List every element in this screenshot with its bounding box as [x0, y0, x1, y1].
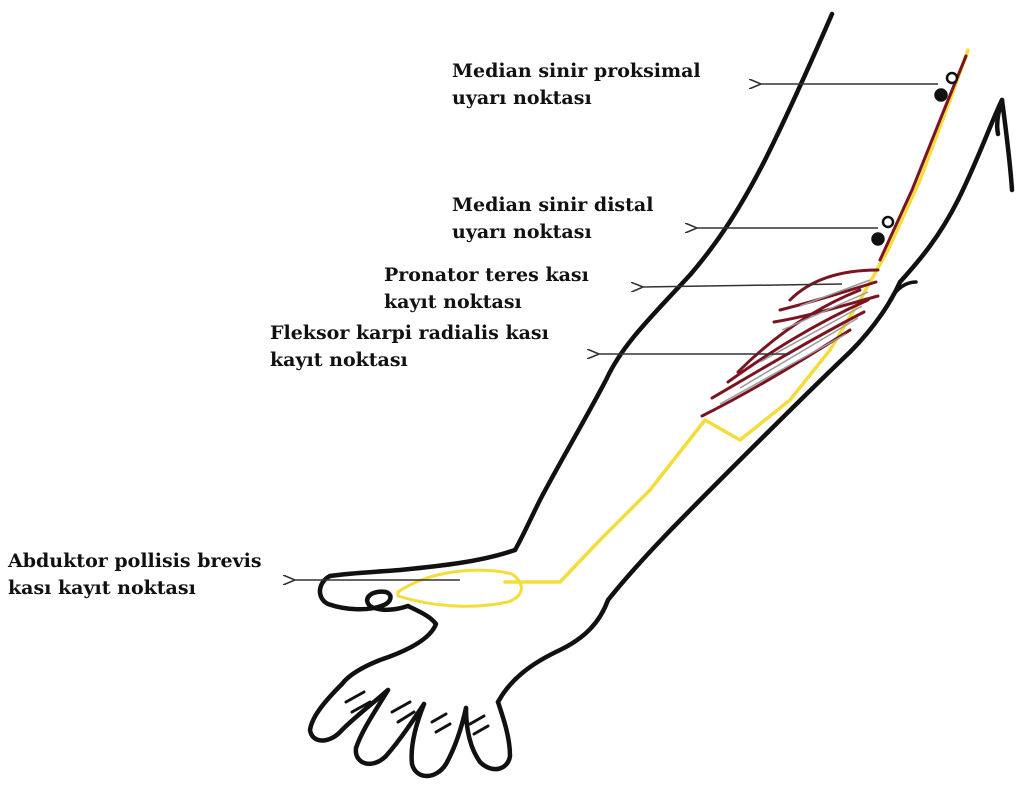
finger-3: [412, 704, 466, 776]
label-flexor-carpi-radialis-line2: kayıt noktası: [270, 347, 549, 374]
proximal-anode: [947, 73, 957, 83]
label-median-proximal-line2: uyarı noktası: [452, 85, 701, 112]
arm-outline: [310, 14, 1012, 776]
label-median-distal-line1: Median sinir distal: [452, 192, 653, 219]
hand-top-edge: [330, 550, 515, 576]
proximal-cathode: [936, 90, 947, 101]
label-pronator-teres: Pronator teres kası kayıt noktası: [384, 262, 589, 316]
muscle-shading: [720, 280, 870, 404]
muscle-fibers: [702, 56, 966, 416]
thumb-web: [342, 606, 436, 684]
label-flexor-carpi-radialis-line1: Fleksor karpi radialis kası: [270, 320, 549, 347]
label-median-proximal-line1: Median sinir proksimal: [452, 58, 701, 85]
label-abductor-pollicis-brevis: Abduktor pollisis brevis kası kayıt nokt…: [8, 548, 262, 602]
label-median-distal-line2: uyarı noktası: [452, 219, 653, 246]
label-abductor-pollicis-brevis-line1: Abduktor pollisis brevis: [8, 548, 262, 575]
thumb-outline: [320, 576, 408, 610]
abductor-pollicis-brevis-muscle: [398, 570, 521, 606]
distal-anode: [883, 217, 893, 227]
median-nerve-path: [505, 50, 968, 582]
label-median-proximal: Median sinir proksimal uyarı noktası: [452, 58, 701, 112]
nerve-branch: [880, 56, 966, 260]
label-pronator-teres-line2: kayıt noktası: [384, 289, 589, 316]
electrodes: [873, 73, 958, 245]
label-pronator-teres-line1: Pronator teres kası: [384, 262, 589, 289]
label-flexor-carpi-radialis: Fleksor karpi radialis kası kayıt noktas…: [270, 320, 549, 374]
finger-4: [466, 702, 510, 769]
hand-bottom-edge: [498, 600, 608, 702]
label-median-distal: Median sinir distal uyarı noktası: [452, 192, 653, 246]
distal-cathode: [873, 234, 884, 245]
upper-arm-right-edge: [997, 100, 1012, 190]
muscle-shading-lines: [720, 280, 870, 404]
label-abductor-pollicis-brevis-line2: kası kayıt noktası: [8, 575, 262, 602]
